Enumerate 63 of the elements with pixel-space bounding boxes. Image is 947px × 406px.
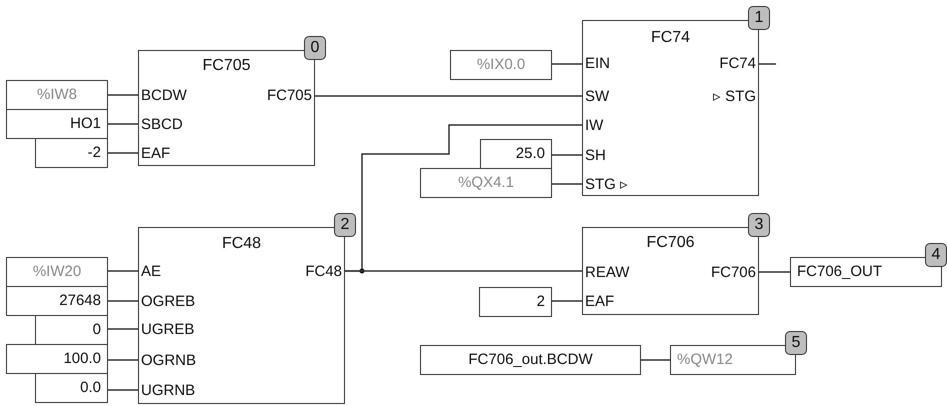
value-box: 2: [479, 287, 552, 317]
value-box: 25.0: [480, 139, 552, 169]
input-pin-label: UGREB: [141, 321, 194, 339]
connection-line: [315, 95, 582, 97]
input-pin-label: IW: [585, 117, 604, 135]
connection-line: [552, 300, 582, 302]
block-title: FC48: [220, 235, 262, 253]
connection-line: [552, 183, 582, 185]
execution-order-badge: 0: [304, 36, 326, 60]
value-box: 0.0: [35, 373, 108, 403]
execution-order-badge: 5: [785, 331, 807, 355]
connection-line: [641, 359, 670, 361]
connection-line: [108, 389, 138, 391]
value-box: FC706_OUT: [790, 257, 942, 287]
output-pin-label: FC706: [710, 264, 756, 282]
connection-line: [108, 270, 138, 272]
input-pin-label: OGRNB: [141, 352, 196, 370]
input-pin-label: EAF: [141, 145, 170, 163]
function-block: [582, 20, 759, 196]
input-pin-label: UGRNB: [141, 382, 196, 400]
output-pin-label: FC74: [719, 55, 756, 73]
connection-line: [108, 152, 138, 154]
connection-line: [552, 154, 582, 156]
value-box: HO1: [6, 109, 108, 139]
function-block: [138, 227, 345, 404]
connection-line: [345, 270, 582, 272]
connection-line: [108, 328, 138, 330]
connection-line: [759, 63, 776, 65]
output-pin-label: FC48: [305, 263, 342, 281]
address-box: %QX4.1: [420, 168, 552, 198]
block-title: FC705: [201, 57, 252, 75]
output-pin-label: FC705: [266, 87, 312, 105]
connection-line: [108, 300, 138, 302]
connection-line: [108, 94, 138, 96]
value-box: -2: [35, 138, 108, 168]
address-box: %IX0.0: [450, 50, 552, 80]
value-box: 0: [35, 315, 108, 345]
value-box: 100.0: [6, 344, 108, 374]
input-pin-label: SW: [585, 88, 610, 106]
block-title: FC706: [645, 234, 696, 252]
output-pin-label: ▹ STG: [712, 88, 756, 106]
input-pin-label: EIN: [585, 55, 610, 73]
execution-order-badge: 2: [334, 213, 356, 237]
execution-order-badge: 1: [748, 6, 770, 30]
input-pin-label: BCDW: [141, 87, 187, 105]
value-box: FC706_out.BCDW: [420, 345, 641, 375]
execution-order-badge: 3: [748, 213, 770, 237]
input-pin-label: OGREB: [141, 293, 196, 311]
connection-line: [108, 359, 138, 361]
block-title: FC74: [650, 29, 692, 47]
value-box: 27648: [6, 286, 108, 316]
input-pin-label: REAW: [585, 264, 630, 282]
connection-line: [552, 63, 582, 65]
connection-line: [759, 271, 790, 273]
input-pin-label: STG ▹: [585, 176, 628, 194]
address-box: %IW8: [6, 80, 108, 110]
input-pin-label: SBCD: [141, 116, 183, 134]
connection-line: [108, 123, 138, 125]
input-pin-label: SH: [585, 147, 606, 165]
input-pin-label: EAF: [585, 293, 614, 311]
address-box: %IW20: [6, 257, 108, 287]
input-pin-label: AE: [141, 263, 162, 281]
execution-order-badge: 4: [925, 243, 947, 267]
